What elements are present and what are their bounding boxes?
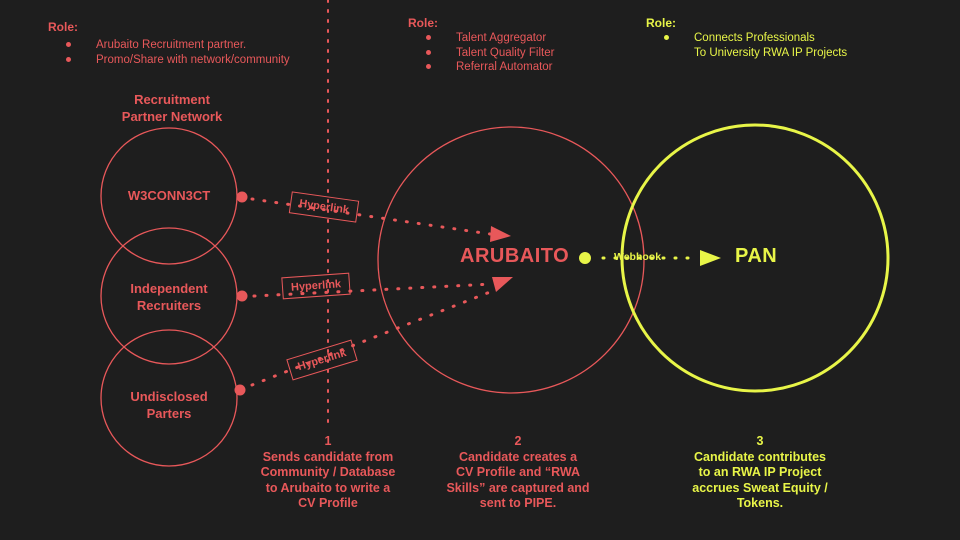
role-partners-list: Arubaito Recruitment partner. Promo/Shar… [66, 38, 290, 68]
network-title: Recruitment Partner Network [121, 92, 223, 124]
step-2: 2 Candidate creates a CV Profile and “RW… [436, 434, 600, 512]
partner-label-independent: Independent Recruiters [130, 281, 208, 313]
partner-label-w3conn3ct: W3CONN3CT [127, 188, 211, 203]
connector-dot-1 [236, 191, 248, 203]
role-arubaito: Role: Talent Aggregator Talent Quality F… [408, 16, 554, 75]
arrow-head-1 [490, 226, 511, 242]
list-item: Referral Automator [426, 60, 554, 75]
role-pan-title: Role: [646, 16, 676, 30]
arubaito-circle [377, 126, 645, 394]
list-item: Arubaito Recruitment partner. [66, 38, 290, 53]
role-pan-list: Connects Professionals To University RWA… [664, 31, 847, 60]
step-3: 3 Candidate contributes to an RWA IP Pro… [678, 434, 842, 512]
webhook-label: Webhook [614, 251, 662, 263]
role-arubaito-title: Role: [408, 16, 438, 30]
list-item: Talent Quality Filter [426, 46, 554, 61]
step-1-number: 1 [324, 434, 332, 448]
connector-dot-2 [236, 290, 248, 302]
step-2-text: Candidate creates a CV Profile and “RWA … [446, 449, 590, 511]
connector-dot-3 [234, 384, 246, 396]
role-partners: Role: Arubaito Recruitment partner. Prom… [48, 20, 290, 67]
partner-label-undisclosed: Undisclosed Parters [130, 389, 208, 421]
step-3-number: 3 [756, 434, 764, 448]
pan-label: PAN [735, 245, 778, 267]
role-pan: Role: Connects Professionals To Universi… [646, 16, 847, 60]
step-1-text: Sends candidate from Community / Databas… [260, 449, 396, 511]
list-item: Promo/Share with network/community [66, 53, 290, 68]
pan-circle [620, 123, 890, 393]
step-3-text: Candidate contributes to an RWA IP Proje… [692, 449, 828, 511]
list-item: Talent Aggregator [426, 31, 554, 46]
role-partners-title: Role: [48, 20, 78, 34]
role-arubaito-list: Talent Aggregator Talent Quality Filter … [426, 31, 554, 75]
arrow-head-2 [492, 277, 513, 292]
connector-line-1 [250, 197, 492, 236]
arubaito-label: ARUBAITO [460, 245, 570, 267]
webhook-dot [579, 252, 591, 264]
webhook-arrow-head [700, 250, 721, 266]
partner-circle-undisclosed [100, 329, 238, 467]
list-item: Connects Professionals To University RWA… [664, 31, 847, 60]
connector-line-3 [250, 290, 492, 387]
connector-line-2 [252, 282, 494, 298]
step-1: 1 Sends candidate from Community / Datab… [248, 434, 408, 512]
step-2-number: 2 [514, 434, 522, 448]
